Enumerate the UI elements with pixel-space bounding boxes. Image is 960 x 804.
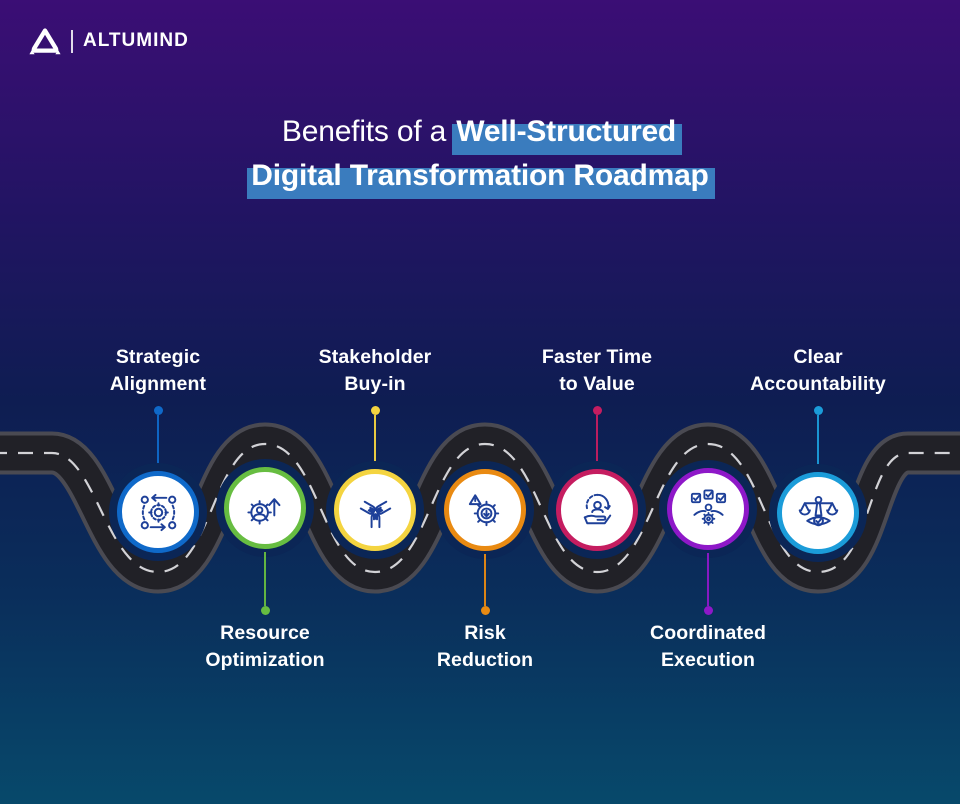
milestone-label: Risk Reduction bbox=[436, 622, 534, 671]
connector-line bbox=[157, 415, 159, 471]
page-title: Benefits of a Well-Structured Digital Tr… bbox=[0, 110, 960, 198]
risk-reduction-icon bbox=[468, 493, 499, 526]
connector-line bbox=[264, 552, 266, 606]
milestone-label: Strategic Alignment bbox=[109, 346, 207, 395]
milestone-circle-faster-time-to-value bbox=[556, 469, 638, 551]
milestone-label: Stakeholder Buy-in bbox=[318, 346, 432, 395]
connector-line bbox=[484, 554, 486, 606]
road-center-line bbox=[0, 442, 960, 574]
coordinated-execution-icon bbox=[690, 488, 726, 526]
milestone-circle-risk-reduction bbox=[444, 469, 526, 551]
strategic-alignment-icon bbox=[140, 493, 176, 531]
connector-line bbox=[707, 553, 709, 606]
milestone-label: Coordinated Execution bbox=[650, 622, 766, 671]
connector-dot bbox=[480, 606, 490, 615]
connector-dot bbox=[813, 406, 823, 415]
milestone-circle-clear-accountability bbox=[777, 472, 859, 554]
milestone-label: Clear Accountability bbox=[750, 346, 886, 395]
title-line-2: Digital Transformation Roadmap bbox=[0, 154, 960, 198]
title-line-1: Benefits of a Well-Structured bbox=[0, 110, 960, 154]
connector-dot bbox=[703, 606, 713, 615]
brand-separator bbox=[71, 29, 73, 53]
milestone-circle-stakeholder-buyin bbox=[334, 469, 416, 551]
brand-logo: ALTUMIND bbox=[28, 26, 189, 56]
clear-accountability-icon bbox=[798, 495, 838, 526]
title-regular-text: Benefits of a bbox=[281, 115, 447, 148]
faster-time-to-value-icon bbox=[583, 493, 611, 524]
title-highlight-1: Well-Structured bbox=[456, 115, 677, 148]
title-highlight-2: Digital Transformation Roadmap bbox=[251, 159, 709, 192]
connector-line bbox=[596, 415, 598, 469]
connector-dot bbox=[153, 406, 163, 415]
connector-dot bbox=[592, 406, 602, 415]
brand-name: ALTUMIND bbox=[83, 30, 189, 51]
milestone-circle-strategic-alignment bbox=[117, 471, 199, 553]
connector-dot bbox=[370, 406, 380, 415]
milestone-circle-resource-optimization bbox=[224, 467, 306, 549]
milestone-label: Resource Optimization bbox=[205, 622, 325, 671]
connector-line bbox=[817, 415, 819, 472]
resource-optimization-icon bbox=[246, 497, 280, 525]
altumind-logo-icon bbox=[29, 28, 61, 55]
milestone-circle-coordinated-execution bbox=[667, 468, 749, 550]
stakeholder-buyin-icon bbox=[359, 500, 391, 528]
milestone-label: Faster Time to Value bbox=[541, 346, 653, 395]
connector-dot bbox=[260, 606, 270, 615]
connector-line bbox=[374, 415, 376, 469]
